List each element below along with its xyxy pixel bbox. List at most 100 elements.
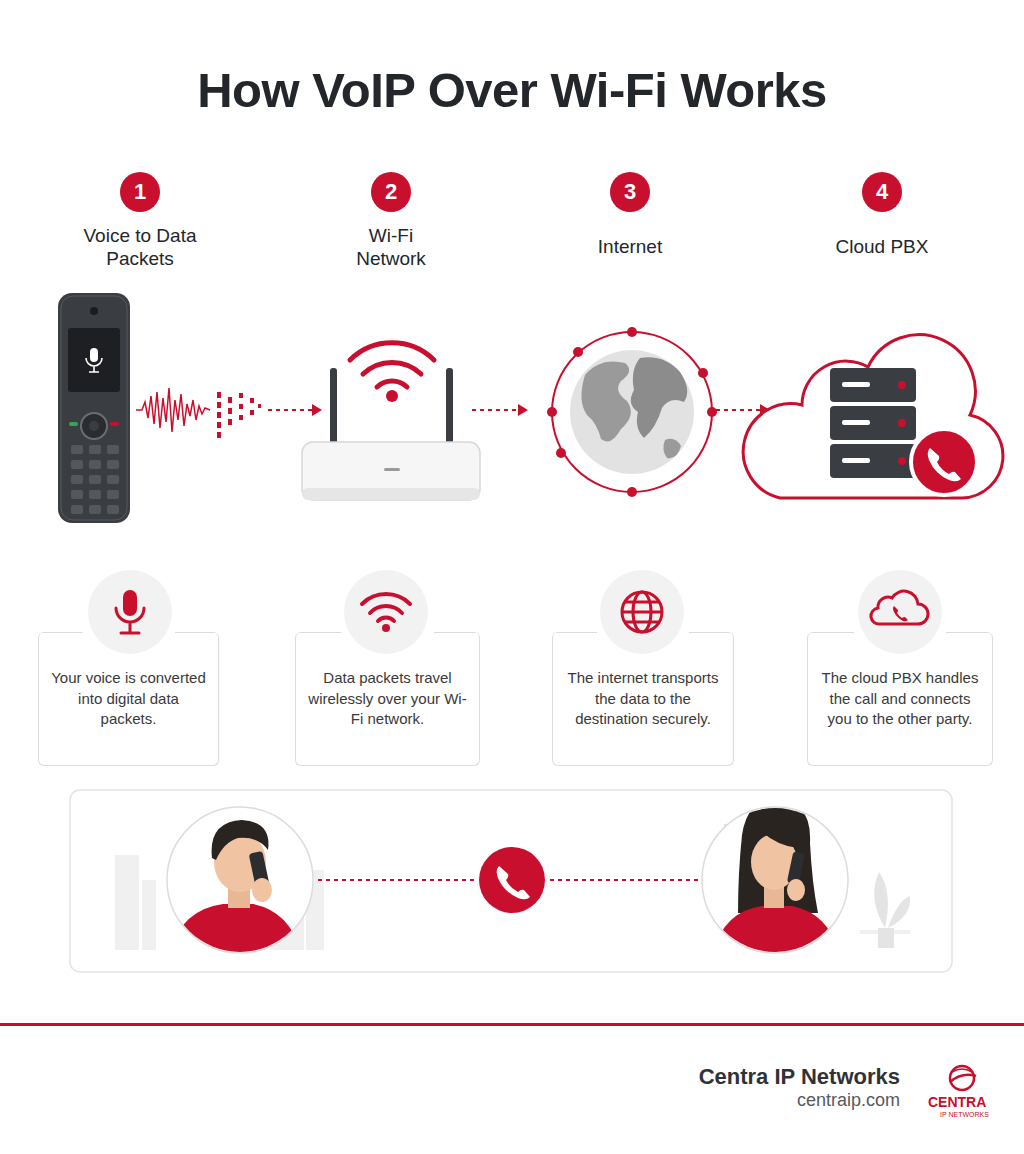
data-packets-part <box>217 432 221 438</box>
cloud-pbx-part <box>830 368 916 402</box>
internet-globe-part-part <box>698 368 708 378</box>
ip-phone-part <box>58 293 130 523</box>
data-packets-part <box>228 408 232 414</box>
ip-phone-part <box>81 413 107 439</box>
data-packets-part <box>258 404 261 408</box>
arrow-head-part <box>312 404 322 416</box>
card-icon-part <box>362 594 410 621</box>
ip-phone-part <box>110 422 119 426</box>
internet-globe-part-part <box>547 407 557 417</box>
data-packets-part <box>239 404 243 409</box>
internet-globe <box>547 327 717 497</box>
step-node: 3Internet <box>530 172 730 258</box>
data-packets-part <box>250 410 254 415</box>
description-card: Your voice is converted into digital dat… <box>38 632 219 766</box>
brand-logo <box>950 1066 976 1090</box>
internet-globe-part <box>581 362 630 442</box>
card-icon-part-part <box>622 602 662 622</box>
card-text: The internet transports the data to the … <box>563 668 723 730</box>
internet-globe-part-part <box>707 407 717 417</box>
ip-phone-part <box>61 296 127 520</box>
wifi-router-part <box>386 390 398 402</box>
caller-man-part <box>168 820 303 960</box>
ip-phone-part <box>86 358 102 372</box>
wifi-router-part <box>350 343 434 387</box>
call-panel-part-part <box>142 880 156 950</box>
wifi-router-part <box>302 442 480 500</box>
step-number: 4 <box>862 172 902 212</box>
data-packets-part <box>217 402 221 408</box>
card-icon-part-part <box>622 592 662 632</box>
internet-globe-part <box>547 327 717 497</box>
arrow-head-part <box>518 404 528 416</box>
cloud-pbx <box>743 335 1003 498</box>
internet-globe-part <box>631 357 687 438</box>
ip-phone-part <box>90 348 98 362</box>
card-icon-part <box>871 591 928 624</box>
ip-phone-part <box>68 328 120 392</box>
caller-man-part-part <box>252 878 272 902</box>
cloud-pbx-part <box>898 457 906 465</box>
data-packets-part <box>228 419 232 425</box>
card-icon-part <box>123 590 137 616</box>
ip-phone-part <box>70 443 124 518</box>
internet-globe-part <box>663 439 681 458</box>
card-icon-part-part <box>378 618 394 621</box>
wifi-router <box>302 343 480 500</box>
wifi-router-part-part <box>350 343 434 360</box>
brand-logo-part <box>950 1075 976 1082</box>
card-text: Your voice is converted into digital dat… <box>49 668 208 730</box>
data-packets-part <box>217 412 221 418</box>
description-card: The internet transports the data to the … <box>552 632 734 766</box>
data-packets-part <box>239 393 243 398</box>
call-panel-part <box>497 866 530 899</box>
wifi-router-part <box>302 488 480 500</box>
card-icon-part <box>116 608 144 633</box>
data-packets-part <box>250 398 254 403</box>
data-packets-part <box>217 422 221 428</box>
logo-text: IP NETWORKS <box>940 1111 989 1118</box>
flow-arrow-part <box>716 409 760 411</box>
brand-logo-part <box>952 1069 972 1072</box>
diagram-title: How VoIP Over Wi-Fi Works <box>0 62 1024 118</box>
card-icon-part <box>382 624 390 632</box>
data-packets-part <box>228 397 232 403</box>
call-panel-part <box>874 872 910 928</box>
caller-man <box>167 807 313 960</box>
voice-waveform-part <box>136 388 210 432</box>
card-icon-part-part <box>370 606 402 613</box>
cloud-pbx-part <box>898 419 906 427</box>
ip-phone-part <box>90 307 98 315</box>
call-panel-part <box>878 928 894 948</box>
step-node: 4Cloud PBX <box>782 172 982 258</box>
step-heading: Voice to Data Packets <box>78 224 202 270</box>
step-heading: Cloud PBX <box>782 224 982 258</box>
ip-phone-part <box>69 422 78 426</box>
call-panel-part-part <box>318 879 474 881</box>
caller-woman-part-part <box>787 879 805 901</box>
description-card: Data packets travel wirelessly over your… <box>295 632 480 766</box>
wifi-router-part-part <box>363 362 421 374</box>
cloud-pbx-part <box>842 458 870 463</box>
cloud-pbx-part <box>911 429 977 495</box>
caller-man-part-part <box>168 904 303 960</box>
wifi-router-part <box>384 468 400 471</box>
cloud-pbx-part <box>743 335 1003 498</box>
caller-woman-part-part <box>712 906 840 960</box>
card-icon-part <box>622 592 662 632</box>
internet-globe-part-part <box>556 448 566 458</box>
wifi-router-part-part <box>377 381 407 387</box>
internet-globe-part-part <box>627 487 637 497</box>
cloud-pbx-part <box>898 381 906 389</box>
step-number: 2 <box>371 172 411 212</box>
data-packets-part <box>239 415 243 420</box>
cloud-pbx-part <box>842 420 870 425</box>
cloud-pbx-part <box>928 448 961 481</box>
step-heading: Wi-Fi Network <box>343 224 439 270</box>
data-packets-part <box>217 392 221 398</box>
cloud-pbx-part <box>830 444 916 478</box>
internet-globe-part <box>552 332 712 492</box>
description-card: The cloud PBX handles the call and conne… <box>807 632 993 766</box>
